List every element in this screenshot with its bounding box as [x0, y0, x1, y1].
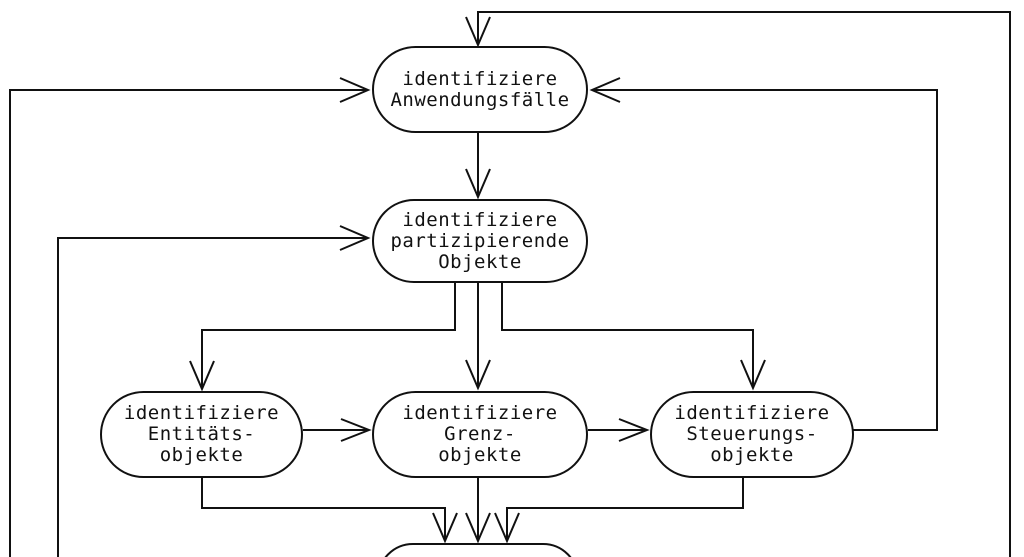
edge-participating-to-boundary — [465, 283, 491, 391]
node-identifiziere-partizipierende-objekte: identifiziere partizipierende Objekte — [372, 199, 588, 283]
edge-bottom-to-use-cases-top-loop — [465, 11, 1011, 557]
edge-participating-to-entity — [189, 283, 456, 392]
node-label: identifiziere Anwendungsfälle — [390, 67, 570, 111]
node-label: identifiziere Steuerungs- objekte — [674, 402, 830, 466]
edge-left-loop-to-use-cases — [9, 77, 371, 557]
edge-boundary-to-bottom — [465, 478, 491, 544]
node-identifiziere-steuerungs-objekte: identifiziere Steuerungs- objekte — [650, 391, 854, 478]
node-identifiziere-grenz-objekte: identifiziere Grenz- objekte — [372, 391, 588, 478]
node-label: identifiziere Entitäts- objekte — [123, 402, 280, 466]
edge-left-loop-to-participating — [57, 225, 371, 557]
edge-control-to-use-cases-loop — [589, 77, 938, 431]
node-bottom-partially-visible — [377, 543, 579, 557]
node-identifiziere-entitaets-objekte: identifiziere Entitäts- objekte — [100, 391, 303, 478]
node-label: identifiziere partizipierende Objekte — [390, 208, 570, 273]
edge-participating-to-control — [501, 283, 766, 391]
edge-entity-to-boundary — [303, 418, 372, 442]
edge-boundary-to-control — [588, 418, 650, 442]
node-identifiziere-anwendungsfaelle: identifiziere Anwendungsfälle — [372, 46, 588, 133]
edge-use-cases-to-participating — [465, 133, 491, 200]
node-label: identifiziere Grenz- objekte — [402, 402, 558, 466]
edge-entity-to-bottom — [201, 478, 458, 544]
edge-control-to-bottom — [494, 478, 744, 544]
